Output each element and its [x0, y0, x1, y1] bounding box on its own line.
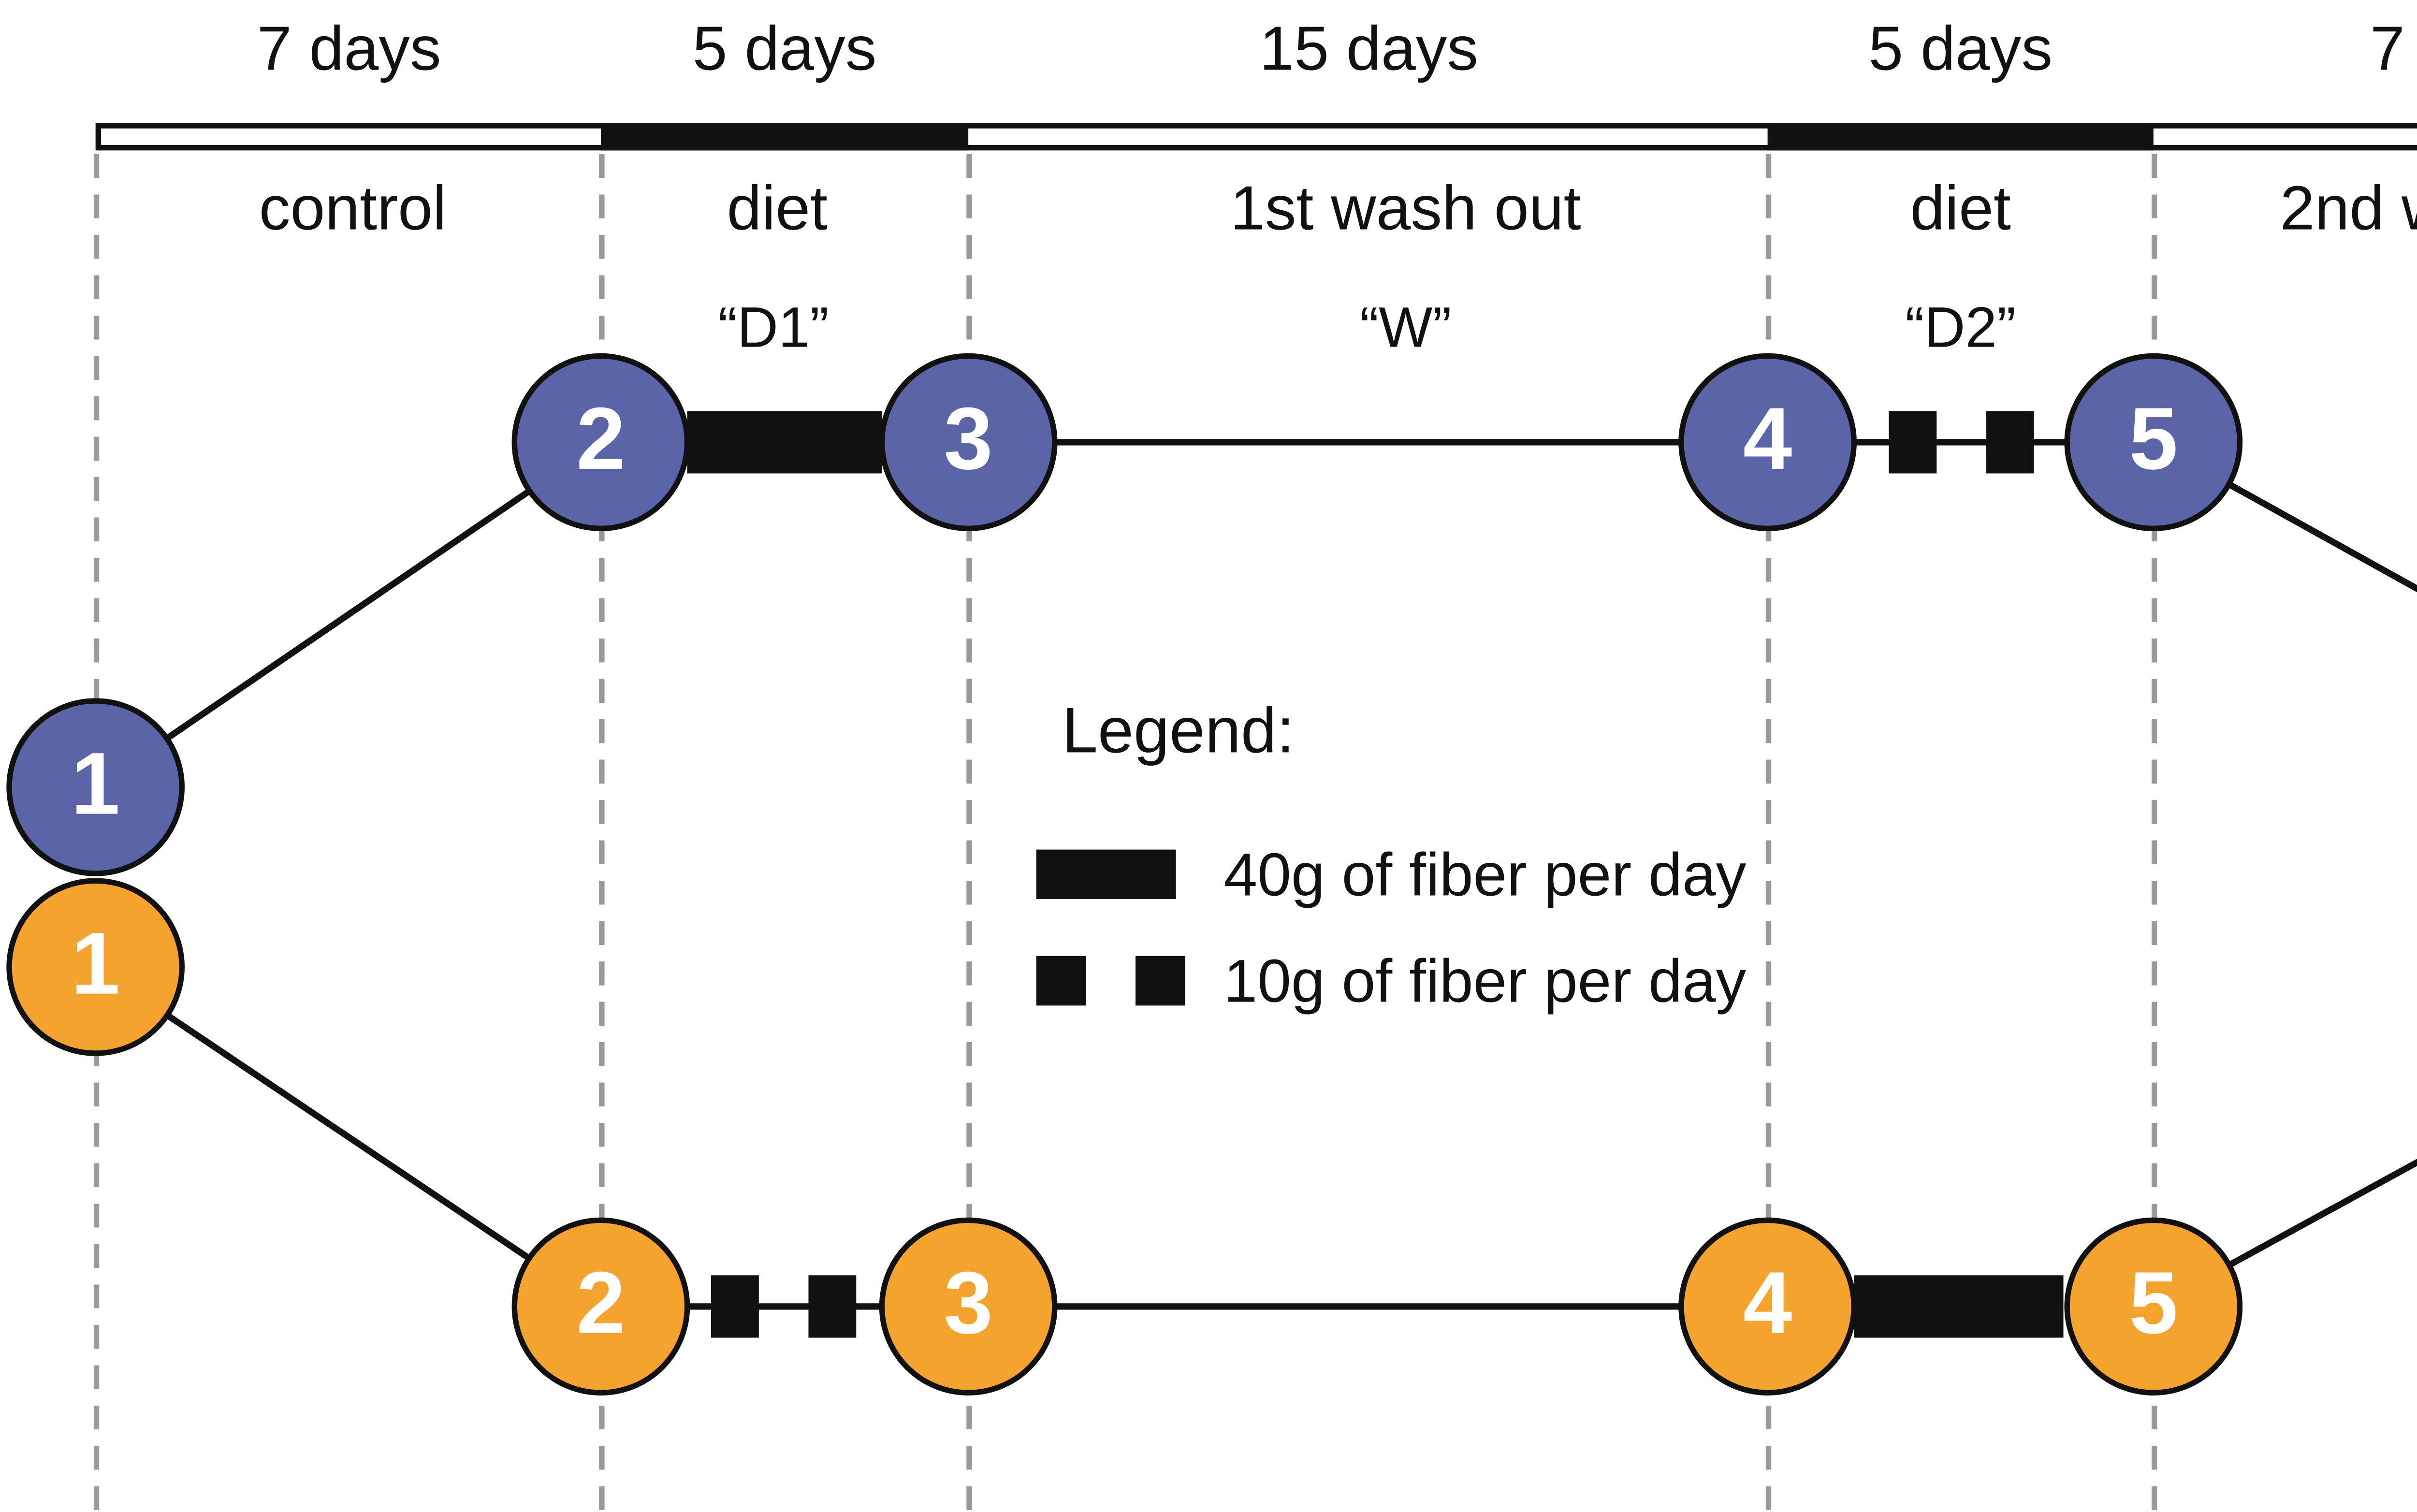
node-orange-1: 1 — [6, 878, 185, 1056]
node-orange-3: 3 — [879, 1217, 1058, 1396]
legend-item-40g-label: 40g of fiber per day — [1223, 840, 1747, 909]
node-orange-2: 2 — [511, 1217, 690, 1396]
node-orange-2-label: 2 — [576, 1255, 626, 1352]
legend-title: Legend: — [1062, 695, 1295, 767]
edge-orange-5-6 — [2152, 1159, 2417, 1309]
phase-code-label-d1: “D1” — [718, 295, 829, 360]
legend-swatch-10g-a — [1036, 956, 1086, 1006]
guide-line-4 — [1764, 154, 1771, 1512]
edge-blue-1-2 — [93, 439, 603, 790]
node-blue-3-label: 3 — [944, 391, 993, 488]
phase-name-label-4: diet — [1910, 174, 2011, 244]
fiber-10g-mark-orange-2-3-a — [711, 1275, 759, 1338]
fiber-40g-bar-orange-4-5 — [1854, 1275, 2064, 1338]
node-blue-3: 3 — [879, 353, 1058, 531]
node-blue-4-label: 4 — [1743, 391, 1792, 488]
guide-line-5 — [2151, 154, 2156, 1512]
node-blue-2-label: 2 — [576, 391, 626, 488]
node-orange-1-label: 1 — [71, 916, 120, 1013]
node-blue-2: 2 — [511, 353, 690, 531]
fiber-10g-mark-blue-4-5-a — [1889, 411, 1937, 474]
node-blue-5: 5 — [2064, 353, 2243, 531]
node-orange-3-label: 3 — [944, 1255, 993, 1352]
fiber-10g-mark-orange-2-3-b — [808, 1275, 857, 1338]
node-blue-1: 1 — [6, 698, 185, 876]
node-blue-5-label: 5 — [2129, 391, 2178, 488]
legend-item-10g-label: 10g of fiber per day — [1223, 946, 1747, 1015]
phase-duration-label-5: 7 days — [2370, 15, 2417, 85]
node-blue-1-label: 1 — [71, 736, 120, 833]
phase-duration-label-4: 5 days — [1868, 15, 2053, 85]
diet-segment-1 — [600, 123, 969, 151]
node-orange-5: 5 — [2064, 1217, 2243, 1396]
node-orange-4-label: 4 — [1743, 1255, 1792, 1352]
phase-code-label-w: “W” — [1359, 295, 1452, 360]
phase-name-label-2: diet — [727, 174, 828, 244]
fiber-10g-mark-blue-4-5-b — [1986, 411, 2034, 474]
edge-blue-5-6 — [2152, 439, 2417, 593]
diet-segment-2 — [1767, 123, 2154, 151]
guide-line-3 — [965, 154, 971, 1512]
phase-name-label-3: 1st wash out — [1230, 174, 1581, 244]
phase-duration-label-1: 7 days — [257, 15, 441, 85]
node-orange-5-label: 5 — [2129, 1255, 2178, 1352]
phase-name-label-5: 2nd wash out — [2280, 174, 2417, 244]
phase-duration-label-3: 15 days — [1259, 15, 1479, 85]
edge-orange-1-2 — [93, 964, 603, 1309]
guide-line-2 — [598, 154, 604, 1512]
phase-code-label-d2: “D2” — [1905, 295, 2016, 360]
node-orange-4: 4 — [1678, 1217, 1857, 1396]
node-blue-4: 4 — [1678, 353, 1857, 531]
fiber-40g-bar-blue-2-3 — [687, 411, 882, 474]
phase-duration-label-2: 5 days — [692, 15, 877, 85]
phase-name-label-1: control — [259, 174, 447, 244]
legend-swatch-40g — [1036, 849, 1176, 900]
legend-swatch-10g-b — [1136, 956, 1185, 1006]
